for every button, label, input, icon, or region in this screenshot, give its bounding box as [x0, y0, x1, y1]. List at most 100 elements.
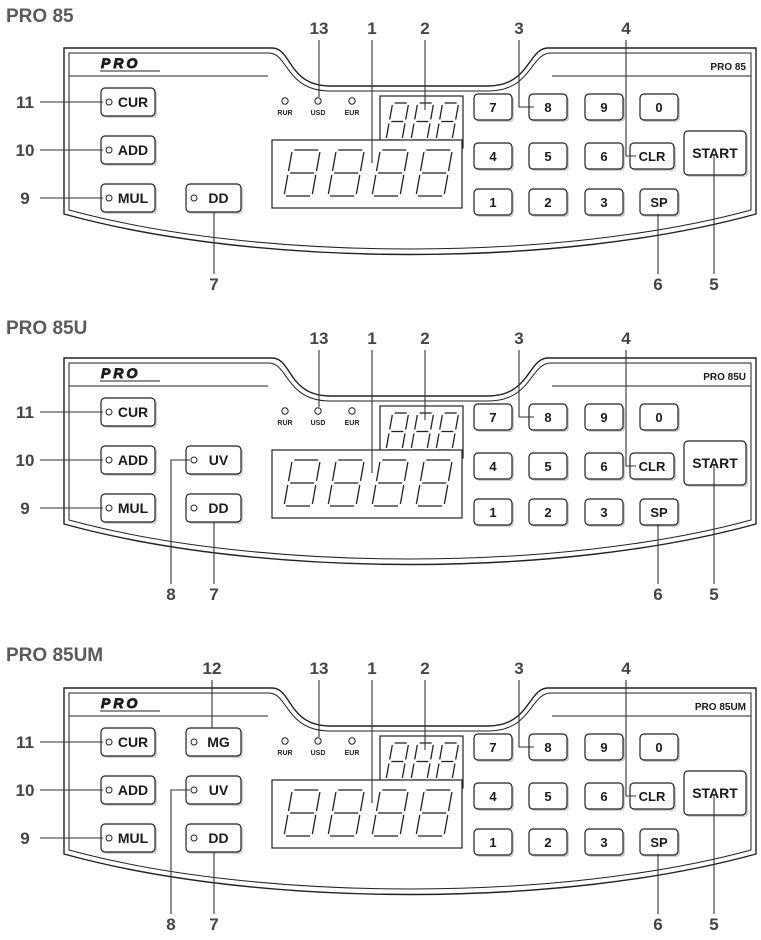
- key-1-button[interactable]: 1: [473, 188, 514, 217]
- start-button[interactable]: START: [683, 770, 748, 817]
- callout-8: 8: [166, 789, 190, 934]
- key-3-button[interactable]: 3: [584, 188, 625, 217]
- led-label-eur: EUR: [345, 110, 360, 117]
- key-9-button[interactable]: 9: [584, 403, 625, 432]
- start-button[interactable]: START: [683, 440, 748, 487]
- key-7-button[interactable]: 7: [473, 93, 514, 122]
- button-face: [528, 188, 568, 216]
- key-8-button[interactable]: 8: [528, 403, 569, 432]
- key-7-button[interactable]: 7: [473, 403, 514, 432]
- key-2-button[interactable]: 2: [528, 188, 569, 217]
- cur-button[interactable]: CUR: [100, 397, 157, 428]
- display-segment: [455, 104, 459, 120]
- key-3-button[interactable]: 3: [584, 498, 625, 527]
- key-clr-button[interactable]: CLR: [629, 452, 676, 481]
- mul-button[interactable]: MUL: [100, 493, 157, 524]
- key-sp-button[interactable]: SP: [639, 188, 680, 217]
- led-label-rur: RUR: [277, 420, 292, 427]
- dd-button[interactable]: DD: [185, 493, 243, 524]
- key-2-button[interactable]: 2: [528, 828, 569, 857]
- callout-13: 13: [310, 19, 328, 97]
- key-8-label: 8: [544, 740, 551, 755]
- key-9-button[interactable]: 9: [584, 93, 625, 122]
- key-6-button[interactable]: 6: [584, 782, 625, 811]
- start-label: START: [692, 455, 738, 471]
- add-button[interactable]: ADD: [100, 775, 157, 806]
- dd-label: DD: [208, 190, 228, 206]
- led-usd: [314, 97, 322, 105]
- mul-button[interactable]: MUL: [100, 183, 157, 214]
- key-1-button[interactable]: 1: [473, 828, 514, 857]
- callout-3-number: 3: [514, 659, 523, 678]
- display-segment: [355, 814, 361, 835]
- key-sp-button[interactable]: SP: [639, 498, 680, 527]
- start-button[interactable]: START: [683, 130, 748, 177]
- callout-7-number: 7: [209, 585, 218, 604]
- callout-7: 7: [209, 522, 219, 604]
- key-4-button[interactable]: 4: [473, 452, 514, 481]
- key-sp-button[interactable]: SP: [639, 828, 680, 857]
- display-segment: [435, 763, 440, 779]
- logo-text: PRO: [101, 55, 140, 71]
- key-5-button[interactable]: 5: [528, 452, 569, 481]
- cur-button[interactable]: CUR: [100, 727, 157, 758]
- cur-button[interactable]: CUR: [100, 87, 157, 118]
- key-1-button[interactable]: 1: [473, 498, 514, 527]
- key-6-button[interactable]: 6: [584, 452, 625, 481]
- key-clr-button[interactable]: CLR: [629, 142, 676, 171]
- key-3-button[interactable]: 3: [584, 828, 625, 857]
- key-4-button[interactable]: 4: [473, 142, 514, 171]
- mg-button[interactable]: MG: [185, 727, 243, 758]
- key-8-button[interactable]: 8: [528, 93, 569, 122]
- mul-button[interactable]: MUL: [100, 823, 157, 854]
- display-segment: [287, 151, 293, 172]
- dd-button[interactable]: DD: [185, 823, 243, 854]
- panel-inner-outline: [68, 52, 752, 250]
- key-6-button[interactable]: 6: [584, 142, 625, 171]
- callout-2-number: 2: [420, 659, 429, 678]
- key-1-label: 1: [489, 505, 496, 520]
- display-segment: [451, 433, 456, 449]
- key-7-label: 7: [489, 100, 496, 115]
- key-8-button[interactable]: 8: [528, 733, 569, 762]
- callout-5: 5: [709, 794, 719, 934]
- key-0-button[interactable]: 0: [639, 733, 680, 762]
- key-clr-label: CLR: [639, 789, 666, 804]
- display-segment: [414, 414, 418, 430]
- callout-1: 1: [367, 329, 377, 473]
- key-5-button[interactable]: 5: [528, 142, 569, 171]
- button-face: [528, 828, 568, 856]
- indicator-dot: [105, 738, 113, 746]
- key-4-label: 4: [489, 789, 497, 804]
- key-0-button[interactable]: 0: [639, 403, 680, 432]
- key-5-label: 5: [544, 459, 551, 474]
- add-button[interactable]: ADD: [100, 135, 157, 166]
- display-segment: [385, 763, 390, 779]
- uv-button[interactable]: UV: [185, 445, 243, 476]
- key-5-button[interactable]: 5: [528, 782, 569, 811]
- key-9-button[interactable]: 9: [584, 733, 625, 762]
- add-button[interactable]: ADD: [100, 445, 157, 476]
- main-display-digit: [371, 459, 409, 507]
- main-display-digit: [327, 149, 365, 197]
- led-rur: [281, 97, 289, 105]
- display-segment: [315, 791, 321, 812]
- main-display-frame: [271, 779, 463, 849]
- callout-10-number: 10: [16, 781, 35, 800]
- dd-button[interactable]: DD: [185, 183, 243, 214]
- display-segment: [399, 174, 405, 195]
- key-clr-button[interactable]: CLR: [629, 782, 676, 811]
- logo-text: PRO: [101, 365, 140, 381]
- callout-1: 1: [367, 659, 377, 803]
- key-4-button[interactable]: 4: [473, 782, 514, 811]
- main-display-digit: [415, 459, 453, 507]
- key-0-button[interactable]: 0: [639, 93, 680, 122]
- key-1-label: 1: [489, 835, 496, 850]
- key-9-label: 9: [600, 740, 607, 755]
- uv-button[interactable]: UV: [185, 775, 243, 806]
- key-2-button[interactable]: 2: [528, 498, 569, 527]
- display-segment: [355, 484, 361, 505]
- key-7-button[interactable]: 7: [473, 733, 514, 762]
- key-3-label: 3: [600, 505, 607, 520]
